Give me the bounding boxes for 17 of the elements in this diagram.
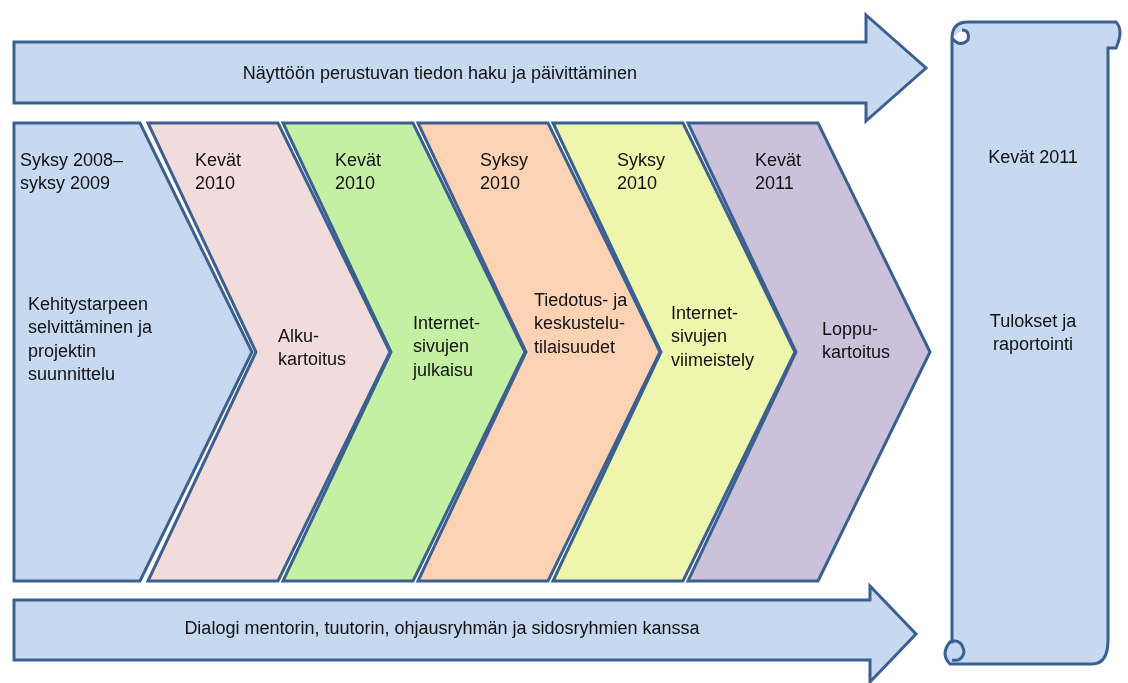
date-label: Syksy 2010 [480, 149, 529, 196]
phase-label: Internet-sivujen viimeistely [671, 302, 755, 372]
date-label: Kevät 2010 [195, 149, 243, 196]
chevron-shape [14, 123, 252, 581]
date-label: Syksy 2010 [617, 149, 666, 196]
phase-label: Tiedotus- ja keskustelu-tilaisuudet [534, 289, 629, 359]
banner-text: Näyttöön perustuvan tiedon haku ja päivittäminen [241, 62, 639, 85]
phase-label: Tulokset ja raportointi [988, 310, 1078, 357]
date-label: Syksy 2008–syksy 2009 [20, 149, 125, 196]
phase-label: Internet-sivujen julkaisu [413, 312, 482, 382]
date-label: Kevät 2011 [755, 149, 803, 196]
date-label: Kevät 2011 [987, 146, 1079, 169]
phase-label: Alku-kartoitus [278, 325, 348, 372]
phase-label: Kehitystarpeen selvittäminen ja projektin suunnittelu [28, 293, 154, 387]
date-label: Kevät 2010 [335, 149, 383, 196]
banner-text: Dialogi mentorin, tuutorin, ohjausryhmän ja sidosryhmien kanssa [183, 617, 701, 640]
phase-label: Loppu-kartoitus [822, 318, 892, 365]
